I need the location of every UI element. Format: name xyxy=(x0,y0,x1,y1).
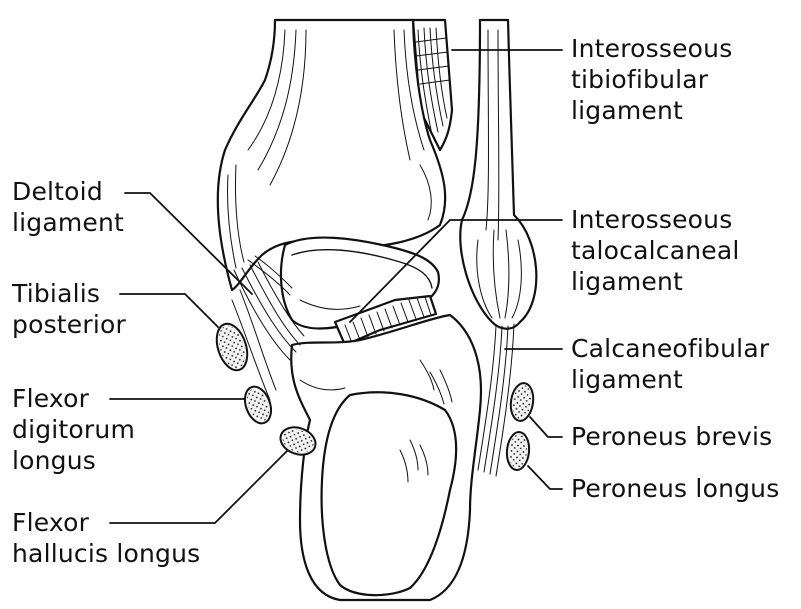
label-line: Calcaneofibular xyxy=(571,334,770,363)
label-line: longus xyxy=(12,446,97,475)
leader-flexor-hallucis-longus xyxy=(109,450,288,524)
label-line: tibiofibular xyxy=(571,65,709,94)
peroneus-longus-tendon xyxy=(505,431,531,471)
leader-peroneus-longus xyxy=(527,465,563,490)
fibula xyxy=(459,18,538,330)
calcaneus xyxy=(290,313,482,602)
label-line: Peroneus brevis xyxy=(571,422,773,451)
peroneus-brevis-tendon xyxy=(509,382,535,422)
label-line: Interosseous xyxy=(571,205,733,234)
label-line: Interosseous xyxy=(571,34,733,63)
label-calcaneofibular-ligament: Calcaneofibular ligament xyxy=(571,333,769,395)
flexor-hallucis-longus-tendon xyxy=(279,426,317,456)
leader-peroneus-brevis xyxy=(529,416,563,438)
tibialis-posterior-tendon xyxy=(215,322,249,372)
label-deltoid-ligament: Deltoid ligament xyxy=(12,176,124,238)
leader-tibialis-posterior xyxy=(119,293,219,328)
label-line: hallucis longus xyxy=(12,539,201,568)
label-line: Flexor xyxy=(12,508,90,537)
leader-interosseous-talocalcaneal xyxy=(349,219,563,323)
label-line: Tibialis xyxy=(12,279,101,308)
label-line: ligament xyxy=(12,208,125,237)
label-line: talocalcaneal xyxy=(571,236,740,265)
label-flexor-digitorum-longus: Flexor digitorum longus xyxy=(12,383,135,476)
flexor-digitorum-longus-tendon xyxy=(243,385,273,425)
label-line: Flexor xyxy=(12,384,90,413)
calcaneofibular-ligament xyxy=(477,323,515,477)
label-line: ligament xyxy=(571,96,684,125)
label-interosseous-talocalcaneal-ligament: Interosseous talocalcaneal ligament xyxy=(571,204,740,297)
tibia xyxy=(216,18,447,292)
label-tibialis-posterior: Tibialis posterior xyxy=(12,278,126,340)
label-peroneus-longus: Peroneus longus xyxy=(571,473,779,504)
label-line: digitorum xyxy=(12,415,136,444)
label-line: Peroneus longus xyxy=(571,474,780,503)
label-line: ligament xyxy=(571,365,684,394)
leader-lines xyxy=(109,49,563,524)
interosseous-talocalcaneal-ligament xyxy=(333,294,438,347)
label-interosseous-tibiofibular-ligament: Interosseous tibiofibular ligament xyxy=(571,33,732,126)
leader-deltoid xyxy=(124,192,253,295)
label-flexor-hallucis-longus: Flexor hallucis longus xyxy=(12,507,200,569)
label-line: ligament xyxy=(571,267,684,296)
label-line: Deltoid xyxy=(12,177,103,206)
label-line: posterior xyxy=(12,310,126,339)
interosseous-tibiofibular-ligament xyxy=(411,18,454,152)
label-peroneus-brevis: Peroneus brevis xyxy=(571,421,772,452)
